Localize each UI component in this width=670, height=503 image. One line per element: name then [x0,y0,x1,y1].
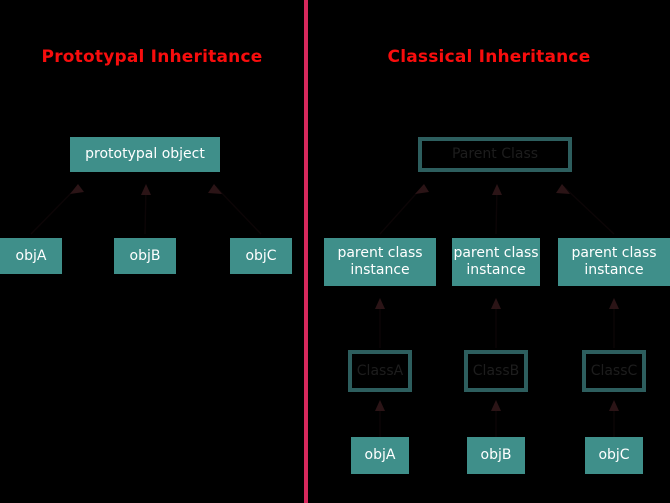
node-classB[interactable]: ClassB [464,350,528,392]
panel-title-prototypal: Prototypal Inheritance [41,47,263,67]
node-right-objC[interactable]: objC [585,437,643,474]
connector-right-instance-group [375,298,619,348]
node-parent-class-instance-3[interactable]: parent class instance [558,238,670,286]
node-classA[interactable]: ClassA [348,350,412,392]
node-left-objC[interactable]: objC [230,238,292,274]
node-right-objB[interactable]: objB [467,437,525,474]
connector-left-group [30,184,262,235]
connector-right-class-group [375,400,619,438]
node-prototypal-object[interactable]: prototypal object [70,137,220,172]
node-left-objA[interactable]: objA [0,238,62,274]
node-parent-class[interactable]: Parent Class [418,137,572,172]
panel-title-classical: Classical Inheritance [387,47,591,67]
panel-divider [304,0,308,503]
node-right-objA[interactable]: objA [351,437,409,474]
node-parent-class-instance-2[interactable]: parent class instance [452,238,540,286]
node-left-objB[interactable]: objB [114,238,176,274]
node-parent-class-instance-1[interactable]: parent class instance [324,238,436,286]
node-classC[interactable]: ClassC [582,350,646,392]
connector-right-root-group [379,184,615,235]
